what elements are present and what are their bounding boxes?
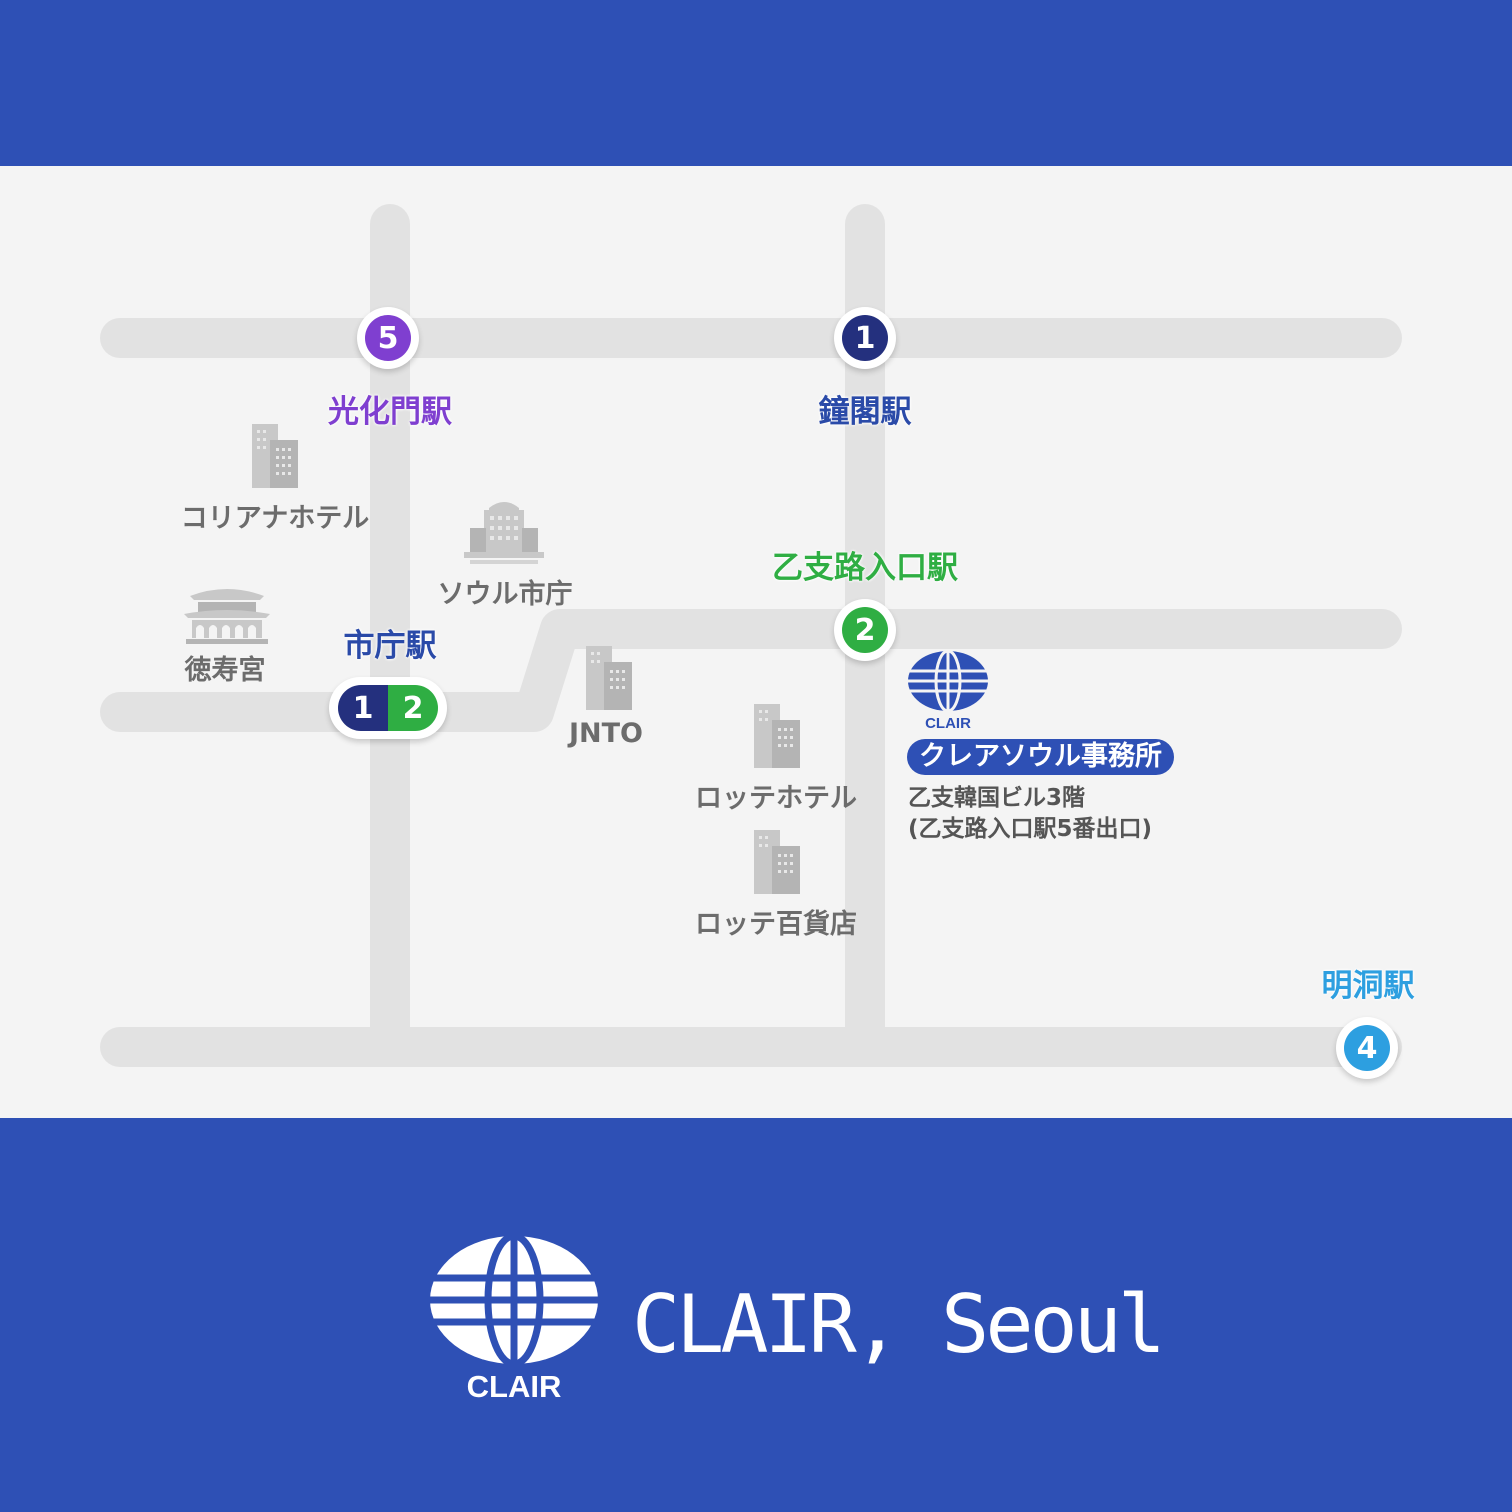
line-4-badge: 4 — [1344, 1025, 1390, 1071]
station-pin-euljiro[interactable]: 2 — [834, 599, 896, 661]
station-label-euljiro: 乙支路入口駅 — [772, 550, 958, 586]
office-title-badge[interactable]: クレアソウル事務所 — [907, 739, 1174, 775]
building-icon — [754, 830, 800, 894]
palace-icon — [184, 589, 270, 644]
header-band — [0, 0, 1512, 166]
landmark-koreana-hotel: コリアナホテル — [180, 503, 370, 534]
landmark-lotte-hotel: ロッテホテル — [695, 783, 857, 814]
city-hall-icon — [464, 502, 544, 564]
station-label-myeongdong: 明洞駅 — [1321, 968, 1415, 1004]
line-1-badge: 1 — [338, 685, 388, 731]
line-2-badge: 2 — [842, 607, 888, 653]
brand-name: CLAIR, Seoul — [632, 1278, 1166, 1371]
landmark-seoul-city-hall: ソウル市庁 — [437, 579, 573, 610]
landmark-jnto: JNTO — [568, 718, 643, 749]
building-icon — [586, 646, 632, 710]
clair-globe-logo: CLAIR — [908, 649, 988, 731]
clair-globe-logo-large: CLAIR — [428, 1234, 600, 1404]
landmark-deoksugung: 徳寿宮 — [184, 655, 266, 686]
building-icon — [252, 424, 298, 488]
landmark-lotte-department-store: ロッテ百貨店 — [695, 909, 857, 940]
map: 5 1 2 1 2 4 光化門駅 鐘閣駅 乙支路入口駅 市庁駅 明洞駅 コリアナ… — [0, 166, 1512, 1118]
station-pin-gwanghwamun[interactable]: 5 — [357, 307, 419, 369]
office-address-line1: 乙支韓国ビル3階 — [908, 785, 1086, 811]
station-pin-myeongdong[interactable]: 4 — [1336, 1017, 1398, 1079]
station-label-jonggak: 鐘閣駅 — [818, 394, 912, 430]
line-1-badge: 1 — [842, 315, 888, 361]
station-label-cityhall: 市庁駅 — [343, 628, 437, 664]
station-pin-jonggak[interactable]: 1 — [834, 307, 896, 369]
office-address-line2: (乙支路入口駅5番出口) — [908, 816, 1153, 842]
footer-band — [0, 1118, 1512, 1512]
clair-logo-text: CLAIR — [925, 715, 971, 731]
line-5-badge: 5 — [365, 315, 411, 361]
building-icon — [754, 704, 800, 768]
line-2-badge: 2 — [388, 685, 438, 731]
station-label-gwanghwamun: 光化門駅 — [328, 394, 452, 430]
station-pin-cityhall[interactable]: 1 2 — [329, 677, 447, 739]
footer-logo-text: CLAIR — [467, 1369, 562, 1404]
road-middle — [100, 609, 1402, 732]
